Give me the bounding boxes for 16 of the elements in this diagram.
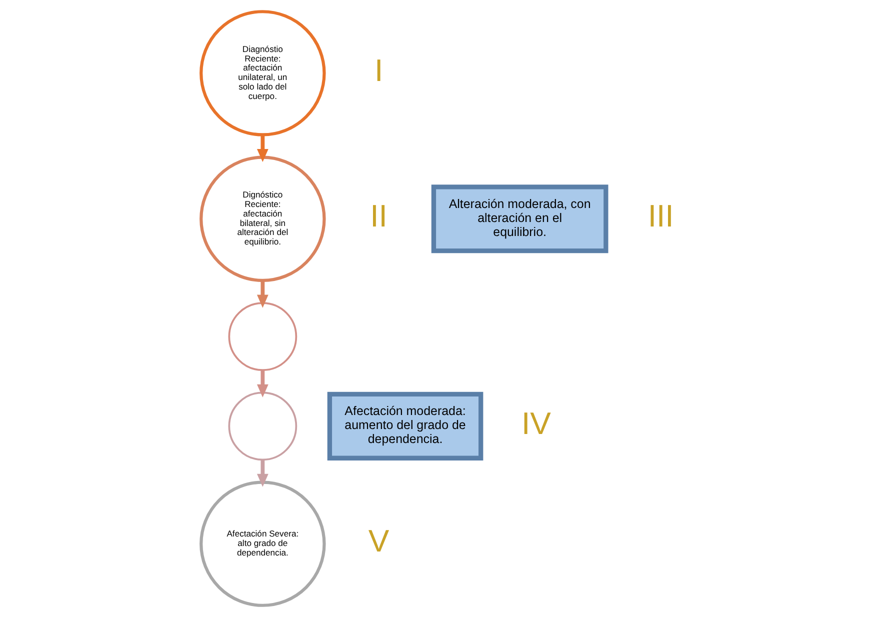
arrow: [256, 280, 268, 308]
node-circle: Afectación Severa: alto grado de dependencia.: [199, 480, 326, 607]
node-label: V: [368, 524, 389, 559]
node-label: IV: [520, 406, 550, 441]
node-circle: [228, 302, 297, 371]
arrow: [256, 460, 268, 487]
arrow: [256, 134, 268, 162]
node-circle: Dignóstico Reciente: afectación bilateral, sin alteración del equilibrio.: [199, 156, 326, 282]
arrow: [256, 370, 268, 398]
node-circle: Diagnóstio Reciente: afectación unilateral, un solo lado del cuerpo.: [199, 10, 326, 136]
node-box: Afectación moderada: aumento del grado de dependencia.: [326, 392, 483, 460]
node-label: I: [374, 52, 383, 88]
node-circle: [228, 392, 297, 461]
node-label: II: [370, 198, 387, 234]
node-label: III: [647, 198, 674, 234]
node-box: Alteración moderada, con alteración en el equilibrio.: [430, 184, 608, 254]
